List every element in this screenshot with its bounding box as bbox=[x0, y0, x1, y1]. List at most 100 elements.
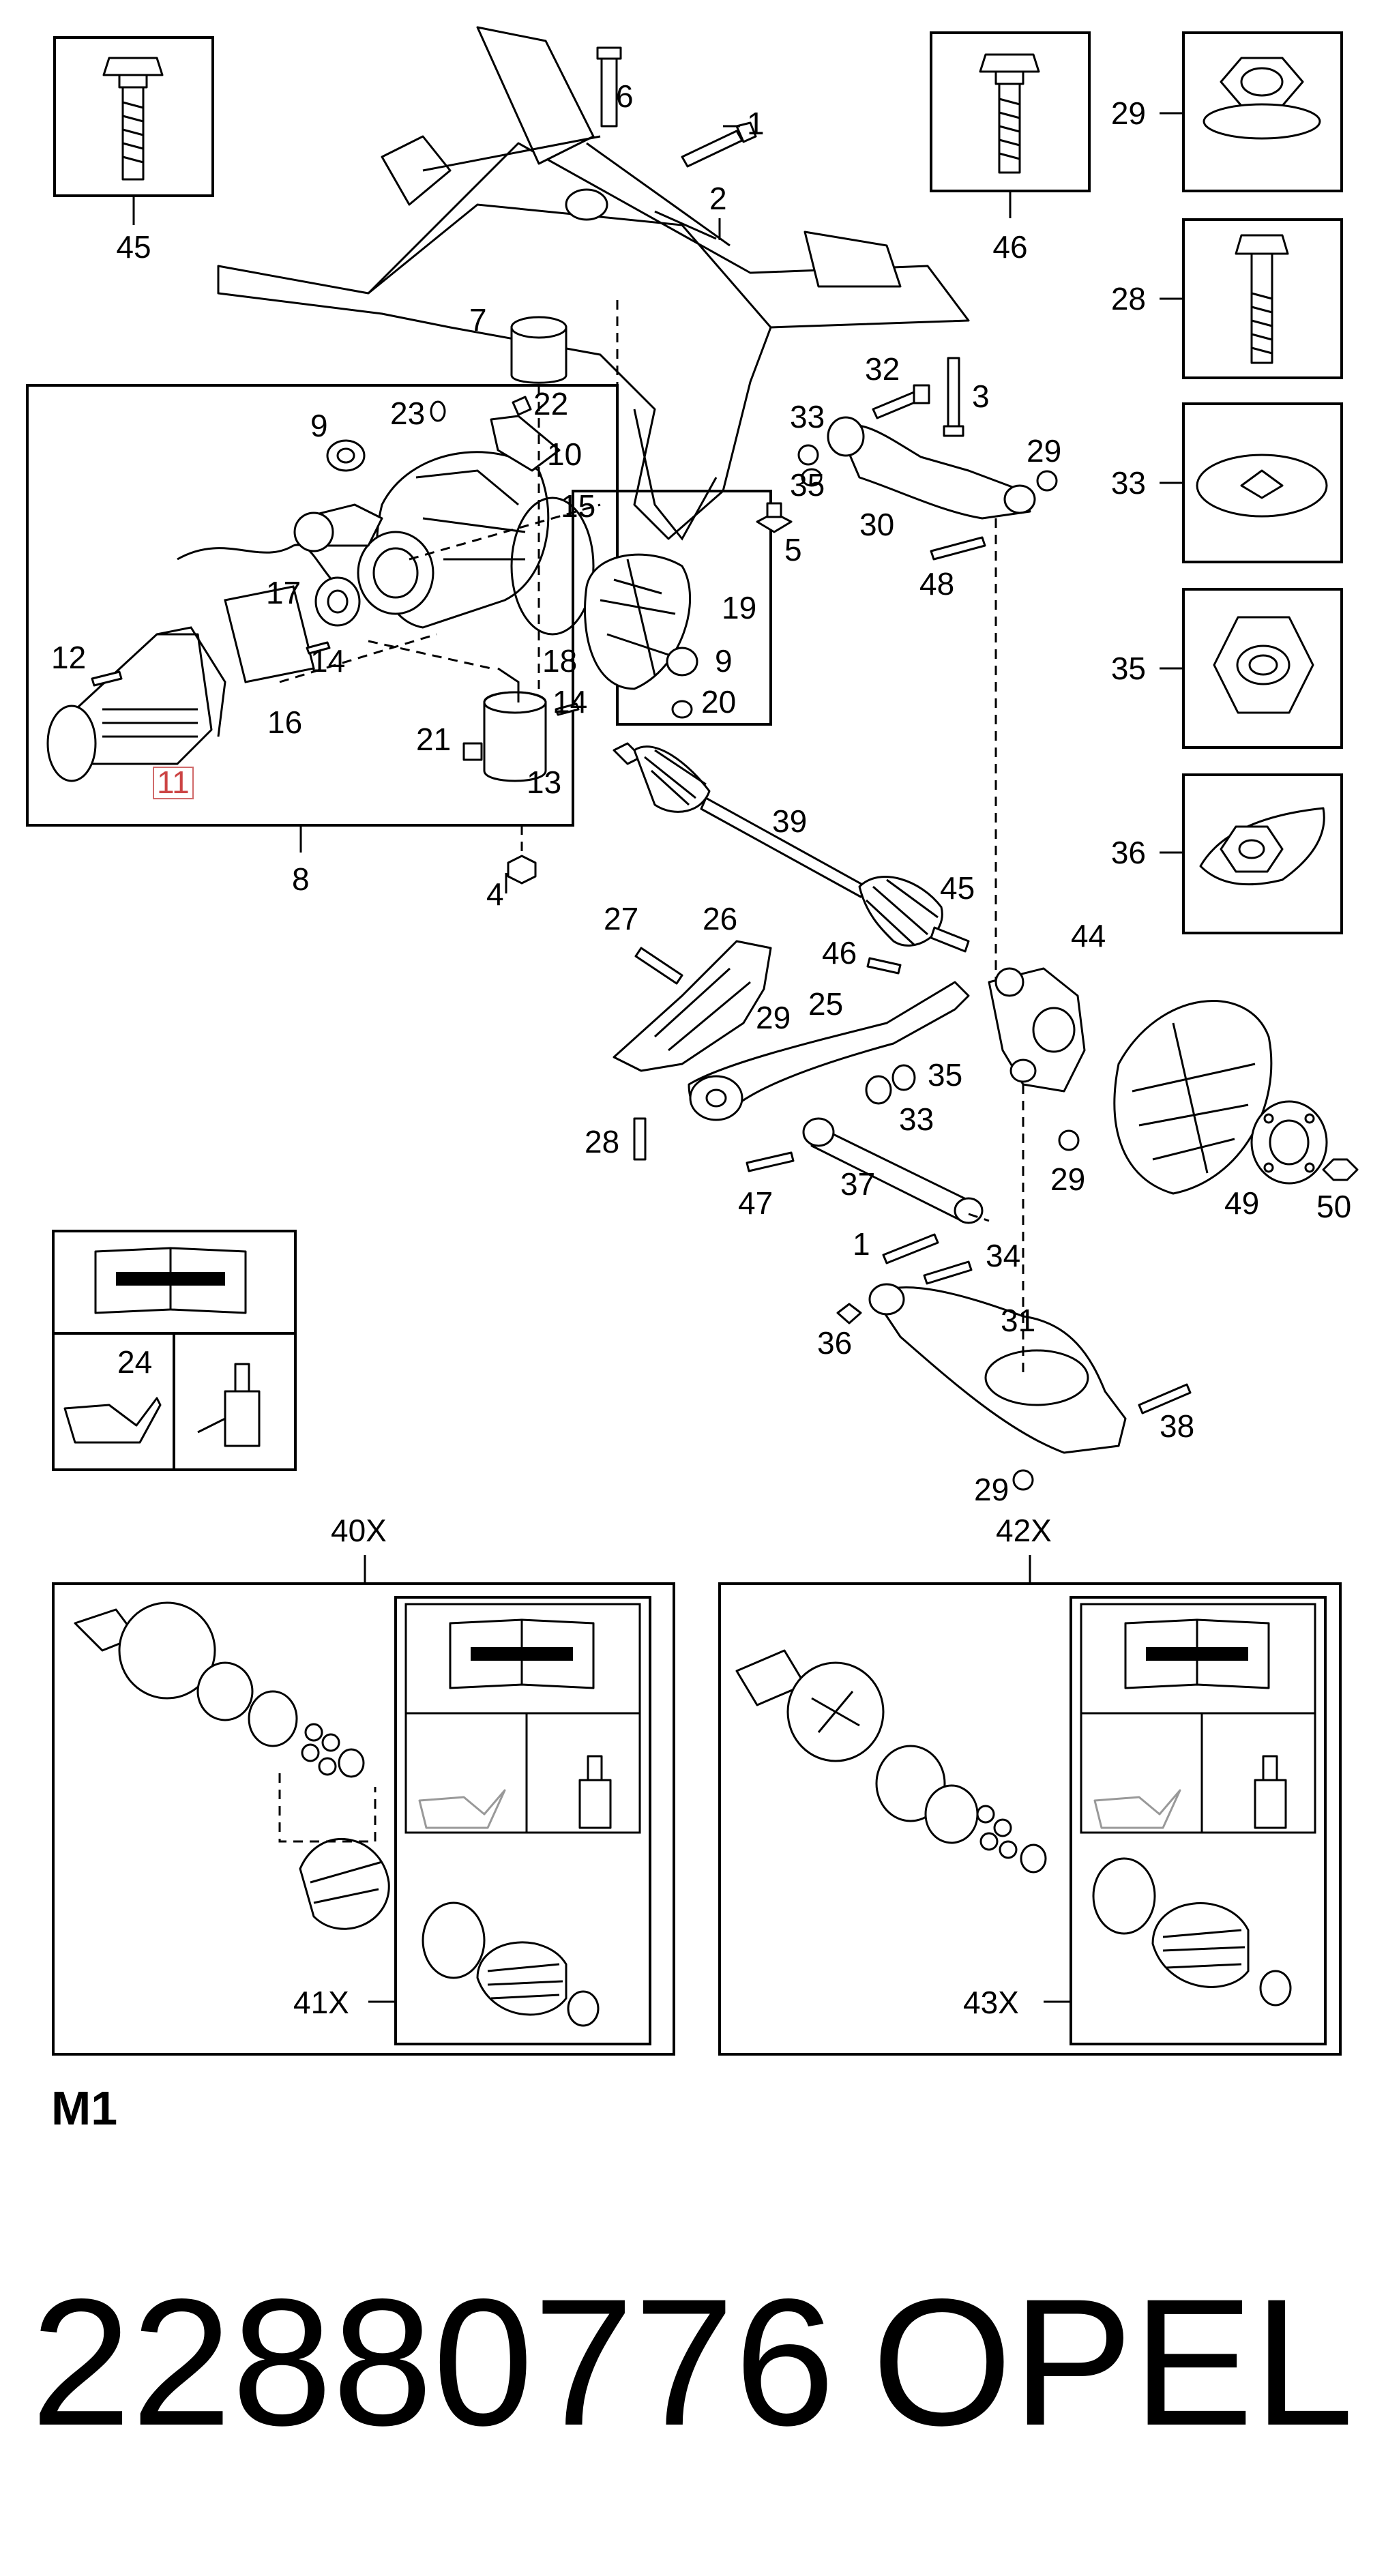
grease-cartridge-icon bbox=[197, 1363, 261, 1447]
callout-1-lower: 1 bbox=[853, 1226, 870, 1262]
mount-13 bbox=[483, 667, 547, 782]
callout-labels: 1 2 3 4 5 6 7 8 9 10 11 12 13 14 14 15 1… bbox=[51, 78, 1351, 2020]
callout-10: 10 bbox=[547, 436, 582, 472]
nut-5 bbox=[756, 502, 793, 533]
detail-box-33[interactable]: 33 bbox=[1111, 402, 1343, 563]
bolt-3 bbox=[943, 357, 964, 437]
drive-shaft-39 bbox=[613, 742, 970, 953]
callout-27: 27 bbox=[604, 901, 638, 936]
flange-bolt-icon bbox=[979, 53, 1040, 174]
differential-housing bbox=[293, 451, 550, 629]
cam-nut-icon bbox=[1199, 807, 1325, 886]
callout-36: 36 bbox=[817, 1325, 852, 1361]
detail-box-29[interactable]: 29 bbox=[1111, 31, 1343, 192]
callout-22: 22 bbox=[533, 386, 568, 421]
callout-48: 48 bbox=[919, 566, 954, 602]
callout-16: 16 bbox=[267, 705, 302, 740]
callout-35-b: 35 bbox=[928, 1057, 962, 1093]
callout-35-box: 35 bbox=[1111, 651, 1146, 686]
callout-34: 34 bbox=[986, 1238, 1020, 1273]
detail-box-28[interactable]: 28 bbox=[1111, 218, 1343, 379]
callout-40x: 40X bbox=[331, 1513, 387, 1548]
hex-nut-icon bbox=[1213, 616, 1314, 714]
cv-joint-kit-40x bbox=[52, 1555, 675, 2056]
callout-1: 1 bbox=[747, 106, 765, 141]
upper-arm-30 bbox=[827, 416, 1036, 520]
bolt-46 bbox=[866, 957, 902, 975]
bolt-38 bbox=[1138, 1383, 1192, 1415]
callout-7: 7 bbox=[469, 302, 487, 338]
detail-box-35[interactable]: 35 bbox=[1111, 588, 1343, 749]
toe-link-37 bbox=[802, 1117, 984, 1224]
callout-32: 32 bbox=[865, 351, 900, 387]
callout-8: 8 bbox=[292, 861, 310, 897]
callout-29-b: 29 bbox=[756, 1000, 791, 1035]
hub-nut-50 bbox=[1322, 1158, 1359, 1181]
callout-46-box: 46 bbox=[992, 229, 1027, 265]
callout-46: 46 bbox=[822, 935, 857, 971]
repair-manual-icon bbox=[94, 1247, 247, 1314]
callout-36-box: 36 bbox=[1111, 835, 1146, 870]
callout-49: 49 bbox=[1224, 1185, 1259, 1221]
o-ring-15 bbox=[510, 497, 595, 636]
bolt-47 bbox=[746, 1151, 795, 1172]
bolt-4 bbox=[507, 855, 537, 885]
callout-14-left: 14 bbox=[310, 643, 345, 679]
callout-17: 17 bbox=[266, 575, 301, 610]
callout-33-a: 33 bbox=[790, 399, 825, 434]
knuckle-44 bbox=[988, 967, 1086, 1093]
callout-43x: 43X bbox=[963, 1985, 1019, 2020]
cv-joint-kit-42x bbox=[718, 1555, 1342, 2056]
gasket-16 bbox=[224, 585, 315, 683]
callout-13: 13 bbox=[527, 765, 561, 800]
callout-45: 45 bbox=[940, 870, 975, 906]
callout-24: 24 bbox=[117, 1344, 152, 1380]
brand-label: OPEL bbox=[872, 2262, 1354, 2463]
bolt-6 bbox=[596, 46, 622, 128]
callout-4: 4 bbox=[486, 876, 504, 912]
callout-9-upper: 9 bbox=[310, 408, 328, 443]
bolt-1-lower bbox=[882, 1233, 939, 1264]
callout-41x: 41X bbox=[293, 1985, 349, 2020]
callout-3: 3 bbox=[972, 379, 990, 414]
service-info-box bbox=[52, 1230, 297, 1471]
oil-can-icon bbox=[63, 1397, 162, 1444]
bolt-48 bbox=[930, 536, 986, 561]
callout-5: 5 bbox=[784, 532, 802, 567]
callout-30: 30 bbox=[859, 507, 894, 542]
nut-36 bbox=[836, 1303, 862, 1324]
detail-box-45[interactable]: 45 bbox=[53, 36, 214, 265]
drive-motor-11 bbox=[46, 544, 355, 782]
callout-9-lower: 9 bbox=[715, 643, 733, 679]
callout-45-box: 45 bbox=[116, 229, 151, 265]
bolt-34 bbox=[923, 1260, 973, 1285]
callout-20: 20 bbox=[701, 684, 736, 720]
bolt-28 bbox=[633, 1117, 647, 1161]
bushing-7 bbox=[510, 316, 567, 384]
callout-26: 26 bbox=[703, 901, 737, 936]
callout-14-right: 14 bbox=[552, 684, 587, 720]
callout-42x: 42X bbox=[996, 1513, 1052, 1548]
callout-44: 44 bbox=[1071, 918, 1106, 953]
lower-arm-25 bbox=[688, 981, 970, 1121]
rear-cover-18 bbox=[584, 553, 692, 690]
callout-19: 19 bbox=[722, 590, 756, 625]
bracket-10 bbox=[490, 415, 561, 472]
bolt-27 bbox=[634, 947, 683, 985]
callout-29-c: 29 bbox=[1050, 1161, 1085, 1197]
detail-box-36[interactable]: 36 bbox=[1111, 773, 1343, 934]
bolt-icon bbox=[1235, 234, 1289, 364]
callout-35-a: 35 bbox=[790, 467, 825, 503]
detail-box-46[interactable]: 46 bbox=[930, 31, 1091, 265]
callout-33-box: 33 bbox=[1111, 465, 1146, 501]
callout-28: 28 bbox=[585, 1124, 619, 1159]
rear-subframe bbox=[217, 26, 970, 541]
bolt-1-upper bbox=[681, 121, 757, 168]
bracket-26 bbox=[613, 940, 772, 1072]
part-number: 22880776 bbox=[31, 2262, 835, 2463]
callout-11: 11 bbox=[157, 765, 190, 800]
callout-12: 12 bbox=[51, 640, 86, 675]
sheet-label: M1 bbox=[51, 2082, 117, 2135]
flange-bolt-icon bbox=[102, 57, 164, 181]
